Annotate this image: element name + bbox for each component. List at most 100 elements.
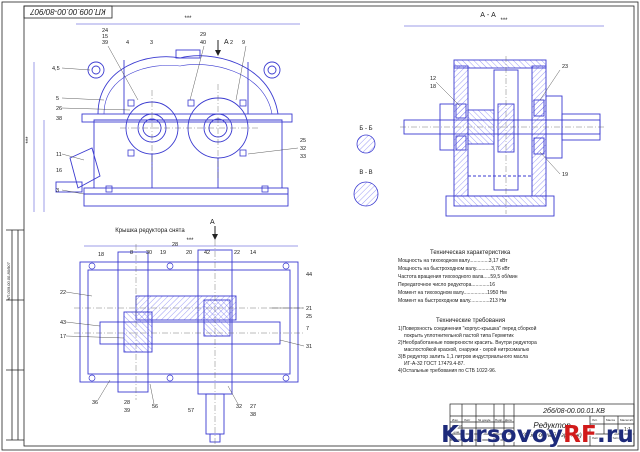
section-bb-view (356, 134, 376, 154)
tech-spec-line: Передаточное число редуктора............… (398, 282, 495, 288)
drawing-designation: 2б6/08-00.00.01.КВ (542, 407, 605, 415)
tech-req-title: Технические требования (436, 318, 505, 324)
front-callouts: 4,5 5 26 38 11 16 3 24 15 39 4 3 29 40 2… (52, 28, 306, 194)
tech-spec-line: Мощность на тихоходном валу.............… (398, 258, 508, 264)
callout: 8 (130, 250, 133, 256)
callout: 9 (242, 40, 245, 46)
callout: 22 (234, 250, 240, 256)
callout: 24 (102, 28, 108, 34)
tech-req-line: 3)В редуктор залить 1,1 литров индустриа… (398, 354, 528, 360)
callout: 56 (152, 404, 158, 410)
callout: 4 (126, 40, 129, 46)
drawing-name: Редуктор (533, 421, 571, 430)
tb-sheets-value: 1 (628, 435, 631, 440)
callout: 18 (98, 252, 104, 258)
tech-spec-line: Момент на быстроходном валу.............… (398, 298, 507, 304)
designation-rotated-text: КП.009.00.00-80/907 (30, 7, 106, 16)
drawing-scale: 1:1 (624, 427, 631, 433)
title-block (449, 403, 635, 447)
margin-stamps: КП.009.00.00-80/907 (6, 261, 11, 300)
tech-req-line: ИГ-А-32 ГОСТ 17479.4-87. (404, 361, 465, 367)
tech-requirements: Технические требования 1)Поверхность сое… (398, 318, 537, 374)
tb-cell: Лит. (592, 418, 598, 422)
plan-arrow-a-label: А (210, 219, 215, 226)
callout: 19 (160, 250, 166, 256)
callout: 7 (306, 326, 309, 332)
tech-specs-title: Техническая характеристика (430, 250, 511, 256)
section-bb-title: Б - Б (359, 126, 372, 132)
tb-cell: Изм. (452, 418, 459, 422)
callout: 44 (306, 272, 312, 278)
tb-cell: Подп. (495, 418, 503, 422)
plan-leaders (65, 291, 305, 405)
callout: 57 (188, 408, 194, 414)
callout: 19 (562, 172, 568, 178)
section-aa-centerline (400, 56, 606, 214)
tb-cell: Лист (464, 418, 471, 422)
tb-cell: Пров. (452, 430, 460, 434)
tb-sheets-label: Листов (612, 436, 622, 440)
callout: 18 (430, 84, 436, 90)
section-leaders (435, 69, 561, 175)
callout: 23 (562, 64, 568, 70)
callout: 43 (60, 320, 66, 326)
callout: 12 (430, 76, 436, 82)
callout: 31 (306, 344, 312, 350)
callout: 26 (56, 106, 62, 112)
tb-sheet-label: Лист (592, 436, 599, 440)
front-height-dim: *** (26, 136, 32, 144)
tech-req-line: 2)Необработанные поверхности красить. Вн… (398, 340, 537, 346)
tech-req-line: 4)Остальные требования по СТБ 1022-96. (398, 368, 496, 374)
callout: 27 (250, 404, 256, 410)
section-aa-title: А - А (480, 12, 496, 19)
callout: 16 (56, 168, 62, 174)
callout: 32 (236, 404, 242, 410)
margin-designation: КП.009.00.00-80/907 (6, 261, 11, 300)
callout: 3 (150, 40, 153, 46)
tech-req-line: маслостойкой краской, снаружи - серой ни… (404, 346, 529, 353)
callout: 29 (200, 32, 206, 38)
callout: 4,5 (52, 66, 60, 72)
callout: 21 (306, 306, 312, 312)
tb-cell: № докум. (478, 418, 491, 422)
plan-view-caption: Крышка редуктора снята (115, 228, 185, 234)
callout: 40 (200, 40, 206, 46)
tech-spec-line: Момент на тихоходном валу...............… (398, 290, 507, 296)
callout: 39 (124, 408, 130, 414)
tb-cell: Масса (606, 418, 615, 422)
callout: 38 (250, 412, 256, 418)
front-width-dim: *** (184, 16, 192, 22)
tb-cell: Дата (505, 418, 512, 422)
callout: 2 (230, 40, 233, 46)
callout: 11 (56, 152, 62, 158)
callout: 28 (172, 242, 178, 248)
callout: 14 (250, 250, 256, 256)
section-width-dim: *** (500, 18, 508, 24)
callout: 38 (56, 116, 62, 122)
tb-cell: Масштаб (620, 418, 633, 422)
watermark-part-3: .ru (596, 422, 634, 448)
callout: 25 (306, 314, 312, 320)
callout: 30 (146, 250, 152, 256)
plan-view-centerlines (74, 240, 304, 446)
front-view-centerlines (120, 84, 260, 178)
plan-callouts: 18 8 30 19 28 20 42 22 14 44 22 43 17 21… (60, 242, 312, 418)
callout: 39 (102, 40, 108, 46)
plan-arrow-a: А (210, 219, 218, 240)
section-vv-view (353, 181, 379, 207)
callout: 15 (102, 34, 108, 40)
watermark-part-1: Kursovoy (441, 422, 564, 448)
rotated-designation: КП.009.00.00-80/907 (23, 5, 113, 19)
title-block-text: 2б6/08-00.00.01.КВ Редуктор (Сборочный ч… (452, 407, 633, 440)
plan-width-dim: *** (186, 238, 194, 244)
callout: 20 (186, 250, 192, 256)
tech-specs: Техническая характеристика Мощность на т… (398, 250, 518, 304)
callout: 17 (60, 334, 66, 340)
callout: 33 (300, 154, 306, 160)
tech-spec-line: Частота вращения тихоходного вала.....59… (398, 274, 518, 280)
callout: 42 (204, 250, 210, 256)
section-callouts: 12 18 23 19 (430, 64, 568, 178)
front-leaders (61, 45, 299, 195)
